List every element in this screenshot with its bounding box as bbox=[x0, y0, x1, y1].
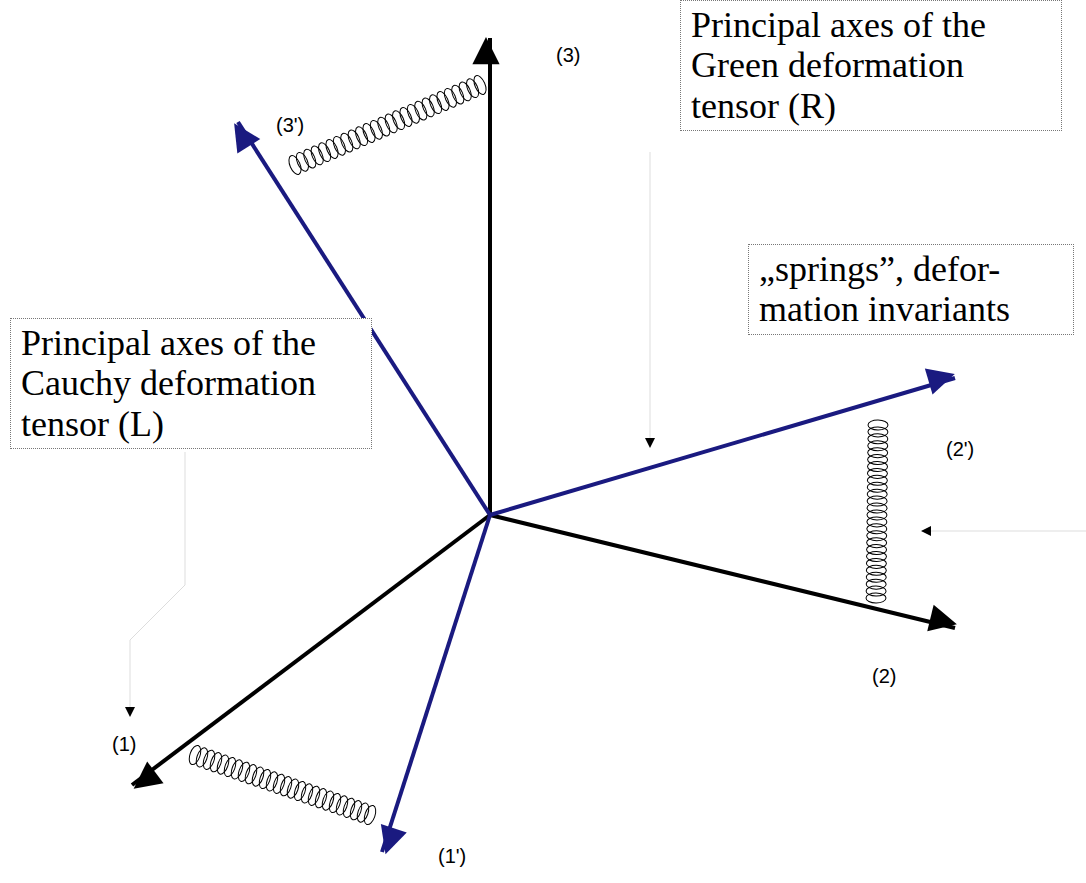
spring-coil bbox=[338, 131, 355, 153]
leader-line bbox=[650, 152, 651, 447]
text-box: Principal axes of the Cauchy deformation… bbox=[10, 318, 372, 449]
spring-coil bbox=[285, 778, 301, 800]
spring-coil bbox=[434, 90, 451, 112]
spring-coil bbox=[360, 122, 377, 144]
spring-coil bbox=[301, 147, 318, 169]
spring-coil bbox=[457, 80, 474, 102]
spring-coil bbox=[299, 782, 315, 804]
spring-coil bbox=[306, 785, 322, 807]
spring-coil bbox=[187, 744, 203, 766]
spring-coil bbox=[427, 93, 444, 115]
spring-coil bbox=[257, 768, 273, 790]
spring-coil bbox=[294, 151, 311, 173]
axis-3 bbox=[488, 38, 492, 515]
spring-coil bbox=[866, 593, 886, 603]
spring-coil bbox=[320, 790, 336, 812]
spring-coil bbox=[412, 99, 429, 121]
axis-label: (1) bbox=[112, 733, 136, 756]
spring-coil bbox=[194, 746, 210, 768]
spring-coil bbox=[368, 119, 385, 141]
spring-coil bbox=[449, 83, 466, 105]
spring-coil bbox=[323, 138, 340, 160]
spring-coil bbox=[286, 154, 303, 176]
spring-coil bbox=[236, 761, 252, 783]
spring-coil bbox=[420, 96, 437, 118]
box-text: Principal axes of the Green deformation … bbox=[691, 5, 1051, 126]
axis-2-prime bbox=[490, 378, 955, 515]
spring-coil bbox=[397, 106, 414, 128]
axis-2 bbox=[490, 515, 955, 628]
spring-coil bbox=[208, 751, 224, 773]
axis-label: (2') bbox=[946, 438, 974, 461]
spring-coil bbox=[471, 74, 488, 96]
spring-coil bbox=[362, 804, 378, 826]
spring-coil bbox=[316, 141, 333, 163]
axis-label: (3) bbox=[556, 44, 580, 67]
spring-coil bbox=[331, 135, 348, 157]
text-box: Principal axes of the Green deformation … bbox=[680, 0, 1062, 131]
spring-coil bbox=[278, 775, 294, 797]
spring-coil bbox=[229, 758, 245, 780]
spring-coil bbox=[442, 87, 459, 109]
spring-coil bbox=[405, 103, 422, 125]
spring-coil bbox=[327, 792, 343, 814]
spring-coil bbox=[243, 763, 259, 785]
leader-line bbox=[130, 452, 185, 716]
axis-1 bbox=[132, 515, 490, 785]
axis-label: (2) bbox=[872, 665, 896, 688]
spring-coil bbox=[390, 109, 407, 131]
spring-coil bbox=[264, 770, 280, 792]
spring-coil bbox=[292, 780, 308, 802]
spring-coil bbox=[271, 773, 287, 795]
spring-coil bbox=[348, 799, 364, 821]
spring-coil bbox=[341, 797, 357, 819]
spring-coil bbox=[313, 787, 329, 809]
spring-coil bbox=[309, 144, 326, 166]
spring-coil bbox=[215, 754, 231, 776]
spring-coil bbox=[346, 128, 363, 150]
spring-coil bbox=[334, 794, 350, 816]
box-text: „springs”, defor- mation invariants bbox=[759, 249, 1063, 330]
axis-1-prime bbox=[382, 515, 490, 852]
axis-label: (3') bbox=[276, 114, 304, 137]
leader-line bbox=[922, 531, 1086, 532]
box-text: Principal axes of the Cauchy deformation… bbox=[21, 323, 361, 444]
spring-coil bbox=[383, 112, 400, 134]
spring-coil bbox=[464, 77, 481, 99]
spring-coil bbox=[375, 115, 392, 137]
spring-coil bbox=[355, 802, 371, 824]
spring-coil bbox=[353, 125, 370, 147]
spring-coil bbox=[250, 766, 266, 788]
springs bbox=[187, 74, 888, 826]
text-box: „springs”, defor- mation invariants bbox=[748, 244, 1074, 335]
axis-label: (1') bbox=[438, 845, 466, 868]
spring-coil bbox=[201, 749, 217, 771]
spring-coil bbox=[222, 756, 238, 778]
